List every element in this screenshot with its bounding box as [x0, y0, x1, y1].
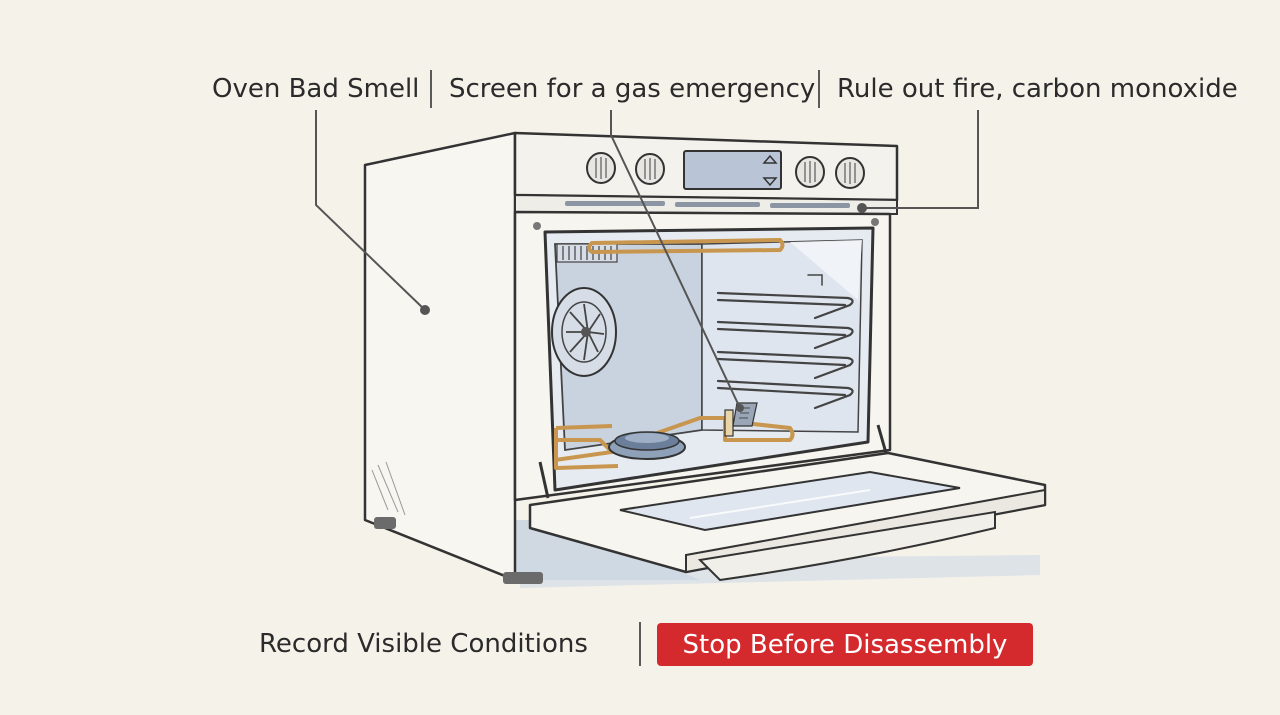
- stop-warning-badge: Stop Before Disassembly: [657, 623, 1033, 666]
- oven-rack-icon: [716, 274, 854, 410]
- leader-line-smell: [315, 110, 426, 311]
- oven-smell-label: Oven Bad Smell: [212, 74, 420, 104]
- callout-point: [420, 305, 430, 315]
- heating-element-icon: [587, 237, 785, 255]
- callout-point: [736, 404, 744, 412]
- callout-point: [857, 203, 867, 213]
- leader-line-gas: [610, 110, 741, 409]
- oven-foot: [374, 517, 396, 529]
- gas-emergency-label: Screen for a gas emergency: [449, 74, 816, 104]
- control-knob-icon: [586, 152, 616, 184]
- record-conditions-label: Record Visible Conditions: [259, 629, 588, 659]
- control-knob-icon: [635, 153, 665, 185]
- label-divider: [818, 70, 820, 108]
- fan-icon: [551, 287, 617, 377]
- control-knob-icon: [795, 156, 825, 188]
- label-divider: [639, 622, 641, 666]
- fire-co-label: Rule out fire, carbon monoxide: [837, 74, 1238, 104]
- oven-door-icon: [528, 451, 1047, 582]
- leader-line-fire: [862, 110, 979, 209]
- control-knob-icon: [835, 157, 865, 189]
- gas-burner-icon: [554, 416, 795, 470]
- label-divider: [430, 70, 432, 108]
- stop-warning-label: Stop Before Disassembly: [682, 629, 1008, 660]
- display-panel-icon: [683, 150, 782, 190]
- oven-foot: [503, 572, 543, 584]
